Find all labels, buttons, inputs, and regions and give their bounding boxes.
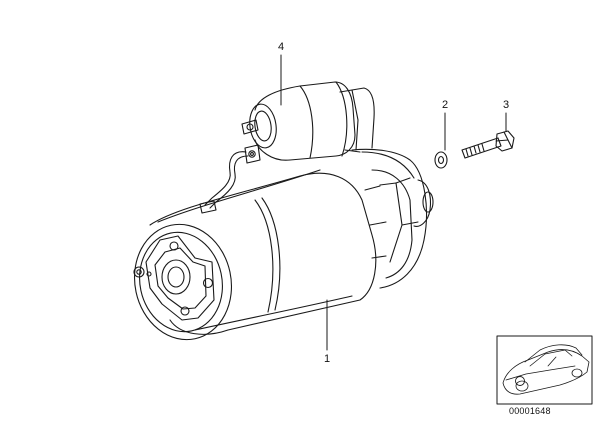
bolt[interactable] bbox=[461, 130, 515, 159]
callout-part-3: 3 bbox=[503, 99, 509, 111]
diagram-code: 00001648 bbox=[509, 406, 551, 416]
callout-part-1: 1 bbox=[324, 353, 330, 365]
vehicle-thumbnail[interactable] bbox=[496, 335, 593, 405]
starter-motor[interactable] bbox=[124, 87, 434, 349]
leader-lines bbox=[280, 54, 507, 351]
callout-part-4: 4 bbox=[278, 41, 284, 53]
washer[interactable] bbox=[434, 151, 448, 169]
callout-part-2: 2 bbox=[442, 99, 448, 111]
solenoid[interactable] bbox=[199, 81, 356, 214]
